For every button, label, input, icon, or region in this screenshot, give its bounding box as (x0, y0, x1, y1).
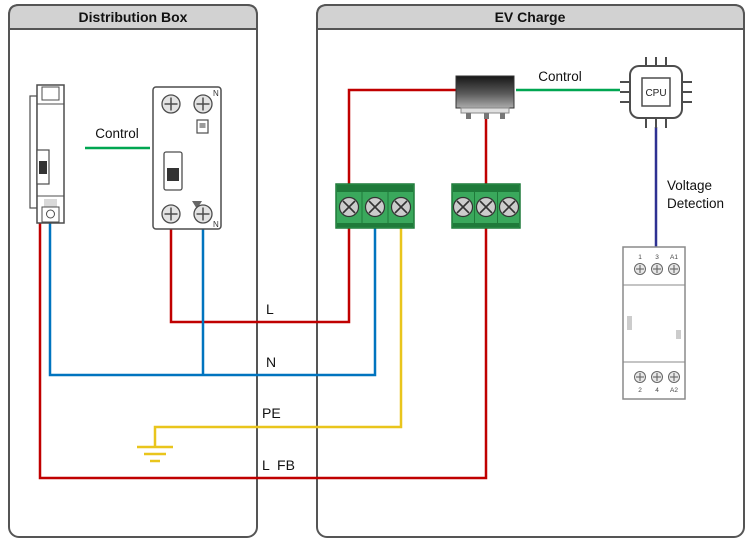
cpu-label: CPU (645, 88, 666, 99)
terminal-block-top-band (453, 185, 519, 192)
contactor-module: 1 3 A1 2 4 A2 (622, 246, 686, 400)
wire-live-rcd-to-terminal (169, 214, 351, 324)
voltage-detection-label-line2: Detection (667, 196, 724, 211)
terminal-block-bottom-band (337, 223, 413, 227)
relay-module (455, 75, 515, 119)
terminal-screw-3 (498, 196, 520, 218)
contactor-top-screws (634, 263, 680, 275)
voltage-detection-label-line1: Voltage (667, 178, 712, 193)
distribution-box-title: Distribution Box (79, 9, 188, 25)
terminal-screw-l (338, 196, 360, 218)
wire-live-terminal-to-relay (347, 88, 456, 184)
ground-symbol (137, 445, 173, 463)
wire-neutral (48, 212, 377, 377)
rcd-screw-top-right (193, 94, 213, 114)
rcd-screw-bottom-left (161, 204, 181, 224)
terminal-block-1 (335, 183, 415, 229)
contactor-bottom-screws (634, 371, 680, 383)
screw-slot (479, 200, 493, 214)
contactor-terminal-label: A1 (670, 254, 678, 261)
mcb-breaker (29, 84, 65, 224)
mcb-terminal-screw (46, 209, 55, 219)
wire-label-lfb: L FB (262, 457, 295, 473)
rcd-n-marking-bottom: N (213, 220, 219, 229)
screw-slot (394, 200, 408, 214)
contactor-terminal-label: A2 (670, 387, 678, 394)
contactor-side-marker (627, 316, 632, 330)
ev-charge-title: EV Charge (495, 9, 566, 25)
terminal-screw-pe (390, 196, 412, 218)
wire-label-pe: PE (262, 405, 281, 421)
screw-slot (342, 200, 356, 214)
cpu-inner-core (641, 77, 671, 107)
rcd-n-marking-top: N (213, 89, 219, 98)
control-label-left: Control (95, 126, 139, 141)
contactor-terminal-label: 4 (655, 387, 659, 394)
relay-pin (500, 113, 505, 119)
screw-slot (502, 200, 516, 214)
wires (38, 88, 658, 480)
mcb-rating-label (44, 199, 57, 207)
terminal-block-bottom-band (453, 223, 519, 227)
control-label-right: Control (538, 69, 582, 84)
relay-pin (466, 113, 471, 119)
rcd-breaker: N N (152, 86, 222, 230)
rcd-screw-top-left (161, 94, 181, 114)
screw-slot (368, 200, 382, 214)
distribution-box-header (8, 4, 258, 30)
rcd-arrow-marker (192, 201, 202, 209)
mcb-din-clip (29, 95, 38, 209)
terminal-screw-2 (475, 196, 497, 218)
terminal-screw-n (364, 196, 386, 218)
wire-live-feedback (38, 212, 488, 480)
contactor-terminal-label: 1 (638, 254, 642, 261)
rcd-screw-bottom-right (193, 204, 213, 224)
terminal-block-2 (451, 183, 521, 229)
rcd-toggle-lever (167, 168, 179, 181)
wire-label-n: N (266, 354, 276, 370)
contactor-side-marker (676, 330, 681, 339)
rcd-indicator (199, 123, 206, 128)
contactor-terminal-label: 3 (655, 254, 659, 261)
terminal-block-top-band (337, 185, 413, 192)
relay-base (460, 107, 510, 114)
relay-pin (484, 113, 489, 119)
cpu-chip: CPU (620, 57, 692, 128)
wire-earth (153, 228, 403, 447)
relay-body (455, 75, 515, 109)
wire-label-l: L (266, 301, 274, 317)
mcb-top-terminal (41, 86, 60, 101)
ev-charge-header (316, 4, 745, 30)
labels: Control Control Voltage Detection L N PE… (95, 69, 724, 473)
contactor-terminal-label: 2 (638, 387, 642, 394)
screw-slot (456, 200, 470, 214)
ev-charge-panel: EV Charge (316, 4, 745, 538)
mcb-toggle-lever (39, 161, 47, 174)
terminal-screw-1 (452, 196, 474, 218)
